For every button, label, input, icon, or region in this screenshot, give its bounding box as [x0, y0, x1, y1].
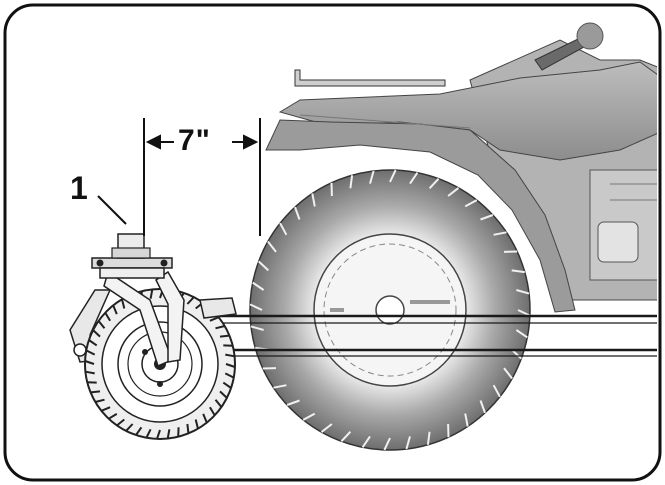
tread-mark — [108, 413, 118, 420]
hitch-connector — [199, 297, 237, 319]
tread-mark — [101, 406, 111, 412]
tread-mark — [479, 400, 486, 414]
tread-mark — [511, 269, 525, 274]
tread-mark — [219, 390, 228, 399]
tread-mark — [116, 418, 125, 427]
tread-mark — [84, 360, 95, 365]
tread-mark — [166, 429, 171, 439]
tread-mark — [202, 413, 208, 423]
tread-mark — [88, 339, 98, 347]
tread-mark — [286, 399, 300, 406]
tread-mark — [249, 303, 263, 311]
tread-mark — [225, 353, 235, 358]
tread-mark — [121, 299, 126, 309]
atv-front-tire — [249, 169, 531, 451]
tread-mark — [250, 325, 264, 331]
tread-mark — [186, 296, 195, 305]
tread-mark — [92, 329, 101, 338]
tread-mark — [426, 431, 431, 445]
tread-mark — [95, 398, 105, 403]
dimension-label: 7" — [178, 124, 211, 157]
tread-mark — [464, 199, 478, 208]
tread-mark — [516, 289, 530, 295]
tread-mark — [209, 406, 216, 416]
tread-mark — [383, 437, 391, 451]
tread-mark — [224, 372, 235, 379]
tread-mark — [252, 281, 265, 291]
tread-mark — [85, 370, 95, 375]
tread-mark — [369, 170, 375, 184]
tread-mark — [90, 390, 101, 394]
tread-mark — [320, 423, 333, 433]
tread-mark — [340, 431, 352, 442]
tread-mark — [273, 384, 287, 389]
tread-mark — [503, 367, 513, 380]
callout-leader — [97, 195, 127, 225]
atv-body — [265, 22, 657, 313]
tread-mark — [515, 329, 528, 339]
tread-mark — [464, 413, 469, 427]
tread-mark — [258, 260, 269, 272]
tread-mark — [156, 429, 161, 440]
tread-mark — [517, 309, 531, 317]
tread-mark — [492, 384, 501, 398]
tread-mark — [225, 363, 236, 368]
tread-mark — [209, 316, 219, 322]
tread-mark — [85, 349, 96, 356]
callout-number: 1 — [70, 170, 88, 206]
tread-mark — [302, 412, 316, 421]
tread-mark — [361, 435, 371, 448]
tread-mark — [104, 312, 111, 322]
tread-mark — [311, 193, 316, 207]
tread-mark — [112, 305, 118, 315]
upper-bar — [294, 69, 446, 87]
tread-mark — [222, 381, 232, 389]
dimension-lines — [143, 118, 261, 236]
tread-mark — [214, 399, 223, 408]
tread-mark — [186, 423, 190, 434]
tread-mark — [405, 436, 411, 450]
tread-mark — [294, 206, 301, 220]
tread-mark — [219, 334, 230, 338]
tread-mark — [279, 222, 288, 236]
tread-mark — [215, 325, 225, 330]
tread-mark — [267, 240, 277, 253]
tread-mark — [145, 428, 152, 439]
tread-mark — [493, 231, 507, 236]
tread-mark — [194, 419, 199, 429]
tread-mark — [409, 172, 419, 185]
tread-mark — [389, 169, 397, 183]
tread-mark — [349, 175, 354, 189]
tread-mark — [125, 423, 134, 432]
caster-wheel-assembly — [69, 233, 236, 440]
tread-mark — [428, 178, 440, 189]
tread-mark — [447, 187, 460, 197]
tread-mark — [149, 289, 154, 299]
tread-mark — [97, 320, 106, 329]
tread-mark — [480, 214, 494, 221]
tread-mark — [135, 426, 143, 436]
